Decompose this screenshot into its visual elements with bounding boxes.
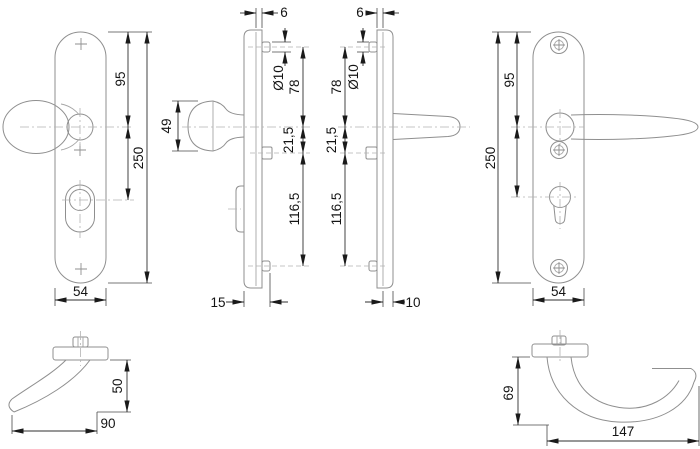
interior-plate-profile <box>376 29 394 289</box>
side-exterior-extension-lines <box>172 8 291 307</box>
lever-grip-front <box>570 113 699 141</box>
dim-label-78-right-view: 78 <box>329 79 344 94</box>
dim-label-78-left-view: 78 <box>287 79 302 94</box>
side-interior-extension-lines <box>357 8 394 307</box>
view-front-exterior-plate: 95 250 54 <box>2 31 152 306</box>
dim-label-21-5-right-view: 21,5 <box>324 127 339 153</box>
knob-neck-top <box>212 100 245 116</box>
dim-label-21-5-left-view: 21,5 <box>281 127 296 153</box>
knob-head-profile <box>187 100 214 152</box>
dim-label-69: 69 <box>501 385 516 400</box>
screw-hole-middle <box>550 141 568 159</box>
lever-grip-tip <box>652 368 697 383</box>
dim-label-54-left: 54 <box>73 284 89 299</box>
dim-label-50: 50 <box>110 378 125 393</box>
knob-grip-outer-curve <box>11 359 67 400</box>
dim-label-10: 10 <box>405 295 420 310</box>
lever-grip-side-profile <box>392 113 461 140</box>
dim-label-dia10-right-view: Ø10 <box>346 64 361 90</box>
view-side-interior-plate: 6 Ø10 78 21,5 116,5 10 <box>324 5 470 310</box>
exterior-centerlines <box>20 108 134 238</box>
exterior-plate-profile <box>243 29 263 289</box>
dim-label-6-right-view: 6 <box>356 5 364 20</box>
dim-label-95-left: 95 <box>113 71 128 86</box>
view-top-lever: 69 147 <box>501 330 700 446</box>
lever-grip-inner-curve <box>570 356 680 409</box>
knob-grip-end-cap <box>8 398 15 413</box>
screw-hole-top <box>550 36 568 54</box>
knob-neck-upper-line <box>60 103 80 116</box>
interior-plate-outline <box>532 31 585 284</box>
side-interior-centerlines <box>338 46 470 267</box>
dim-label-6-left-view: 6 <box>280 5 288 20</box>
view-top-knob: 50 90 <box>8 331 131 434</box>
view-front-interior-plate: 95 250 54 <box>483 31 699 306</box>
dim-label-90: 90 <box>100 416 115 431</box>
view-side-exterior-plate: 6 Ø10 78 21,5 116,5 49 15 <box>159 5 312 310</box>
dim-label-54-right: 54 <box>551 284 567 299</box>
lever-spindle-stub <box>551 335 567 346</box>
knob-neck-bottom <box>212 136 245 152</box>
lever-top-extension-lines <box>512 356 700 446</box>
dim-label-49: 49 <box>159 118 174 133</box>
knob-grip-inner-curve <box>13 359 91 413</box>
dim-label-dia10-left-view: Ø10 <box>271 65 286 91</box>
knob-spindle-hole-lines <box>77 337 84 347</box>
screw-hole-bottom <box>550 259 568 277</box>
interior-centerlines <box>511 109 584 229</box>
screw-boss-bottom <box>261 260 271 272</box>
dim-label-250-right: 250 <box>483 147 498 170</box>
knob-front-outline <box>2 100 70 154</box>
dim-label-250-left: 250 <box>131 147 146 170</box>
knob-neck-lower-line <box>60 138 80 151</box>
dim-label-116-5-left-view: 116,5 <box>287 193 302 226</box>
screw-cross-marks <box>74 38 87 275</box>
dim-label-95-right: 95 <box>502 72 517 87</box>
dim-label-15: 15 <box>210 295 225 310</box>
screw-boss-top <box>261 41 271 53</box>
exterior-plate-outline <box>54 31 107 284</box>
side-exterior-centerlines <box>182 46 312 267</box>
lever-grip-outer-curve <box>546 356 695 423</box>
dim-label-147: 147 <box>612 424 635 439</box>
dim-label-116-5-right-view: 116,5 <box>329 193 344 226</box>
